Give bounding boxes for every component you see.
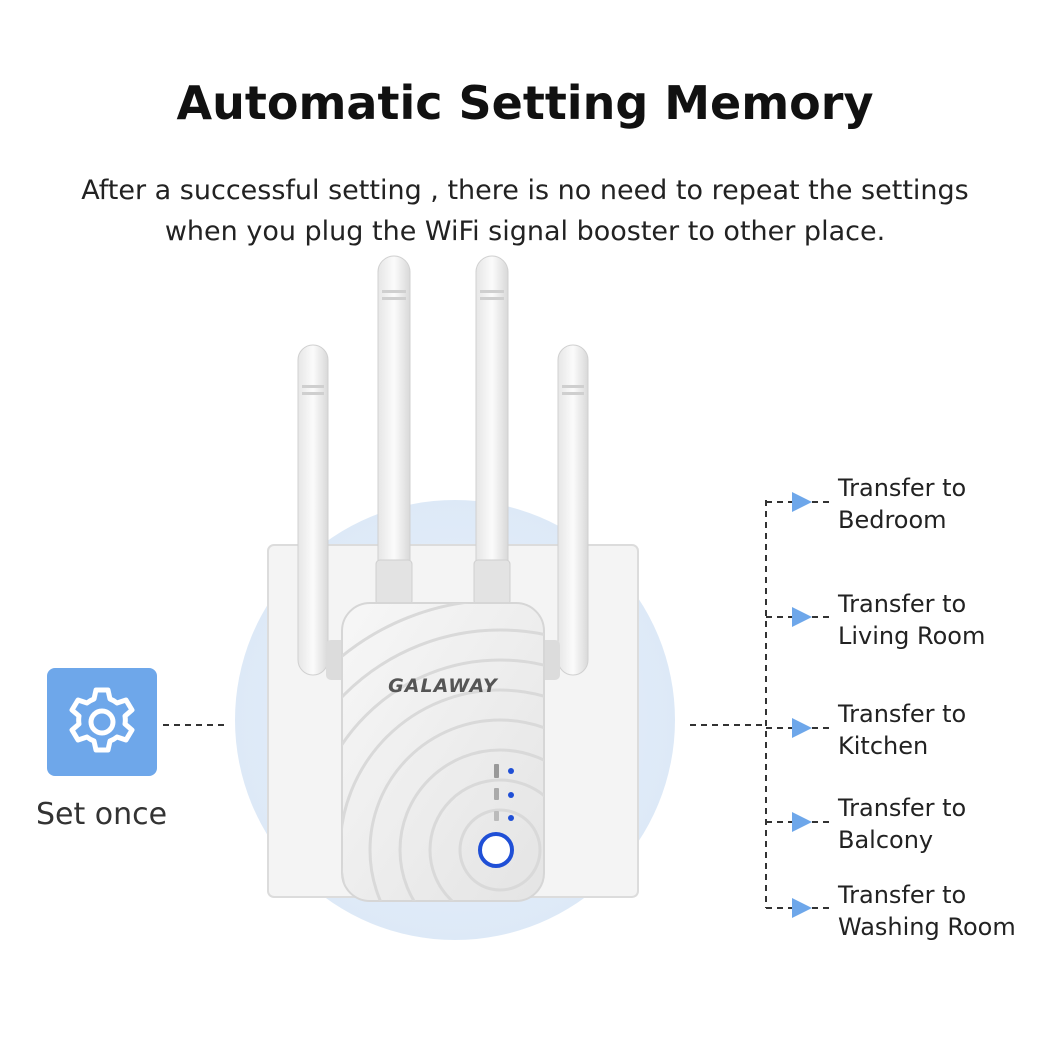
subtitle-line-2: when you plug the WiFi signal booster to… [164,216,886,247]
destination-balcony: Transfer to Balcony [838,794,967,854]
led-3 [508,815,514,821]
antenna-inner-left [375,255,413,606]
gear-icon [69,687,135,753]
destination-living-room: Transfer to Living Room [838,590,986,650]
destination-bedroom: Transfer to Bedroom [838,474,967,534]
gear-box [47,668,157,776]
destination-kitchen: Transfer to Kitchen [838,700,967,760]
subtitle-line-1: After a successful setting , there is no… [81,175,969,206]
destination-washing-room: Transfer to Washing Room [838,881,1016,941]
power-button-ring [478,832,514,868]
page-subtitle: After a successful setting , there is no… [40,170,1010,252]
branch-arrows [766,492,832,918]
brand-logo: GALAWAY [388,675,499,697]
set-once-label: Set once [36,797,168,832]
antenna-inner-right [473,255,511,606]
device-body [341,602,545,902]
antenna-outer-right [557,344,589,676]
antenna-outer-left [297,344,329,676]
led-2 [508,792,514,798]
page-title: Automatic Setting Memory [176,76,874,130]
led-1 [508,768,514,774]
